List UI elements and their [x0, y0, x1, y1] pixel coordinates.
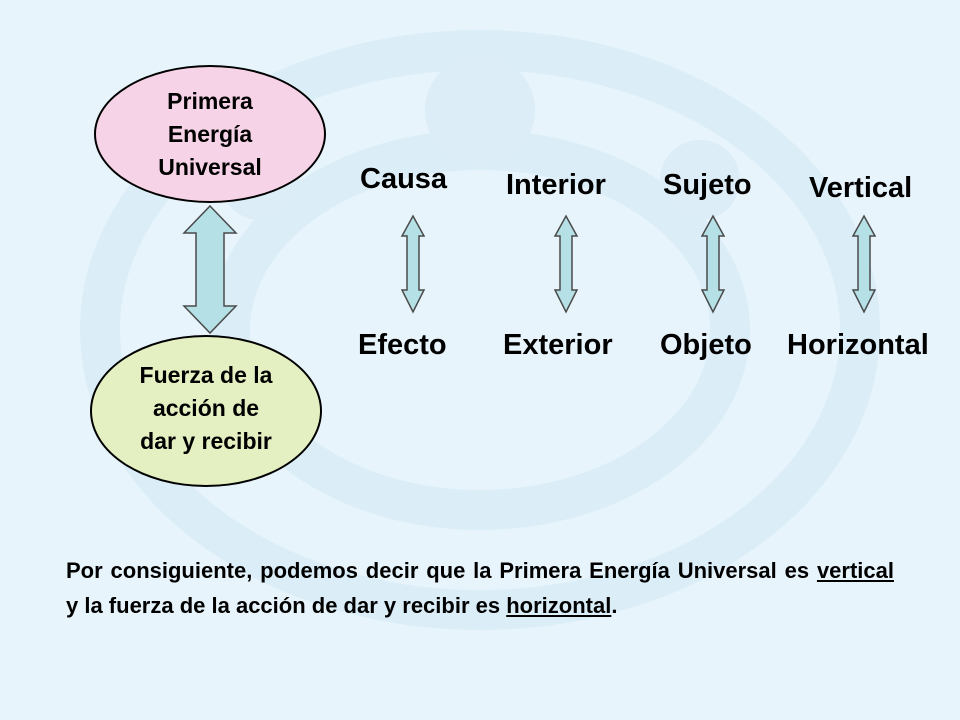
conclusion-paragraph: Por consiguiente, podemos decir que la P… — [66, 553, 894, 623]
conclusion-text: y la fuerza de la acción de dar y recibi… — [66, 593, 507, 618]
node-line: Universal — [158, 153, 262, 180]
label-horizontal: Horizontal — [787, 329, 929, 361]
primera-energia-node: Primera Energía Universal — [94, 65, 326, 203]
label-objeto: Objeto — [660, 329, 752, 361]
double-arrow-interior-exterior — [553, 214, 579, 314]
label-vertical: Vertical — [809, 172, 913, 204]
conclusion-text: Por consiguiente, podemos decir que la P… — [66, 558, 817, 583]
label-efecto: Efecto — [358, 329, 447, 361]
double-arrow-vertical-horizontal — [851, 214, 877, 314]
label-interior: Interior — [506, 169, 606, 201]
node-line: Energía — [167, 120, 253, 147]
double-arrow-causa-efecto — [400, 214, 426, 314]
node-line: acción de — [152, 394, 260, 421]
big-double-arrow — [182, 204, 238, 335]
node-line: Fuerza de la — [139, 361, 273, 388]
fuerza-accion-node: Fuerza de la acción de dar y recibir — [90, 335, 322, 487]
node-line: Primera — [167, 87, 253, 114]
label-causa: Causa — [360, 163, 448, 195]
conclusion-period: . — [611, 593, 618, 618]
double-arrow-sujeto-objeto — [700, 214, 726, 314]
underlined-horizontal: horizontal — [506, 593, 612, 618]
node-line: dar y recibir — [140, 427, 272, 454]
label-sujeto: Sujeto — [663, 169, 752, 201]
underlined-vertical: vertical — [816, 558, 894, 583]
label-exterior: Exterior — [503, 329, 613, 361]
